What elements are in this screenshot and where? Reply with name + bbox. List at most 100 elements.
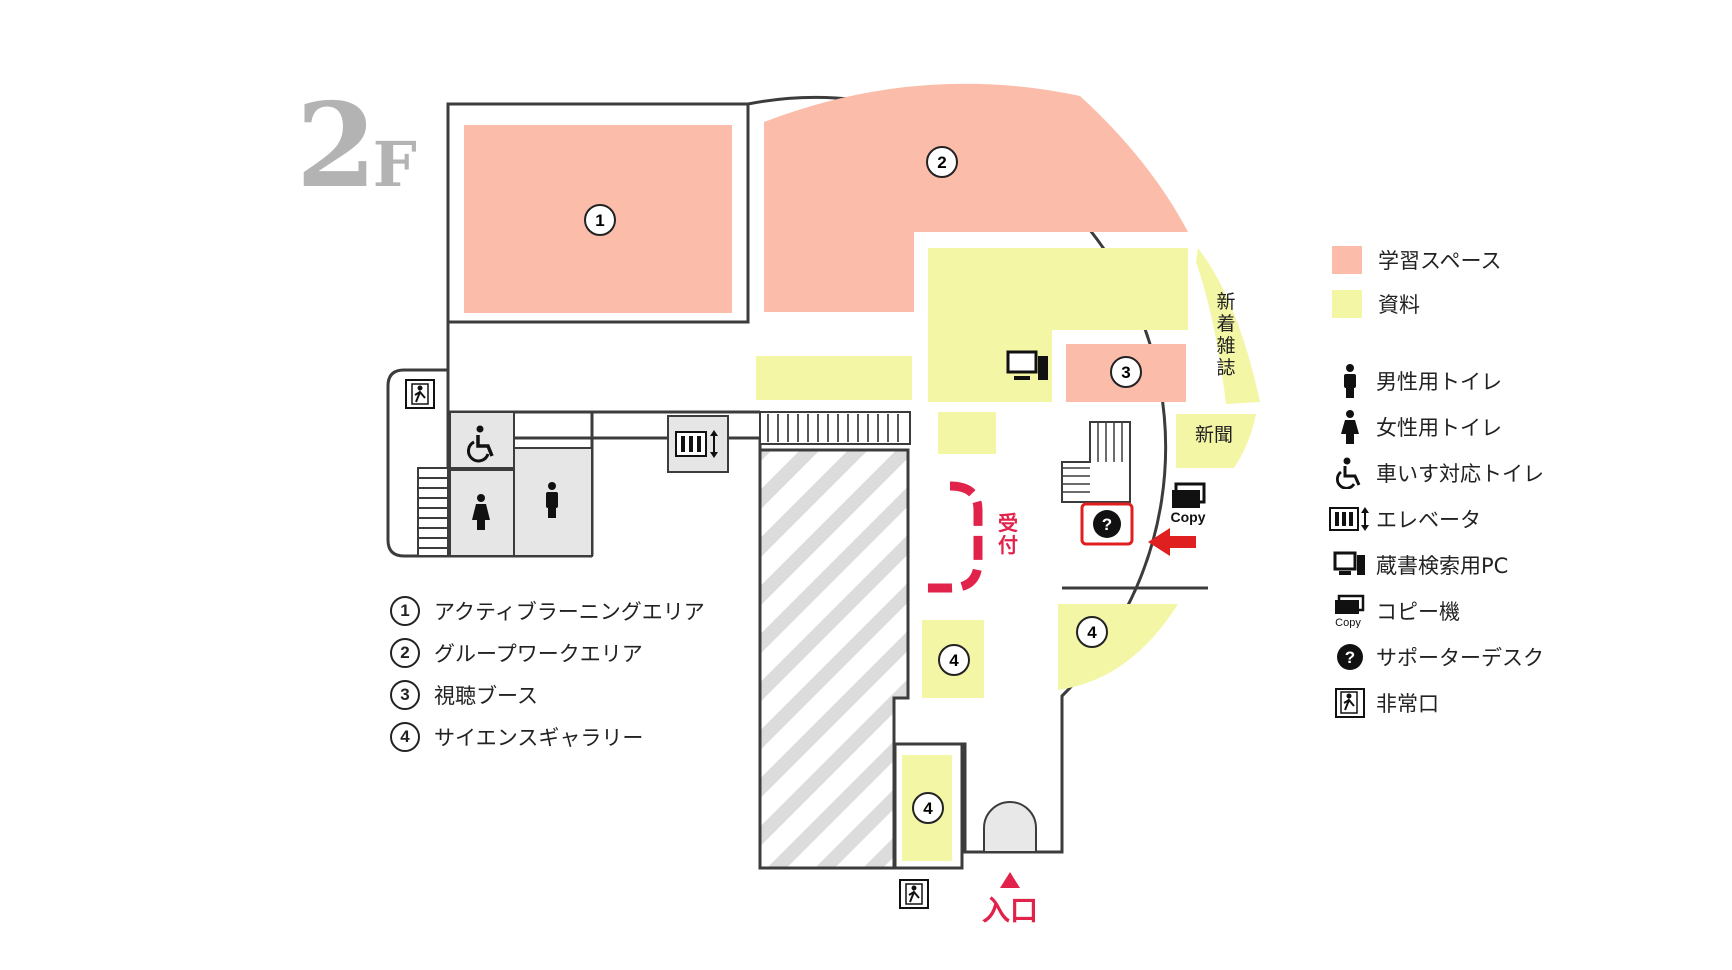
area-legend: 1 アクティブラーニングエリア 2 グループワークエリア 3 視聴ブース 4 サ… [390,590,705,758]
marker-2: 2 [926,146,958,178]
area-number: 4 [390,722,420,752]
male-toilet-icon [546,482,558,518]
floor-number: 2 [296,78,377,214]
area-label: 視聴ブース [434,684,538,708]
elevator-icon [1328,501,1372,537]
icon-legend-label: 車いす対応トイレ [1376,462,1544,486]
icon-legend-label: エレベータ [1376,508,1481,532]
svg-text:雑: 雑 [1216,335,1235,357]
help-mark: ? [1102,515,1112,534]
materials-swatch [1332,290,1362,318]
materials-shelf-small [938,412,996,454]
icon-legend-item: エレベータ [1328,496,1544,542]
new-magazines-area [1196,248,1260,404]
entrance-label: 入口 [982,894,1038,927]
svg-text:3: 3 [1121,363,1130,382]
color-legend-label: 学習スペース [1378,249,1502,273]
female-toilet-icon [1328,409,1372,445]
svg-text:4: 4 [923,799,933,818]
supporter-desk[interactable]: ? [1080,502,1134,546]
emergency-exit-icon [405,379,435,409]
toilet-block [417,411,593,557]
svg-text:4: 4 [1087,623,1097,642]
atrium-void [758,411,911,870]
corridor-wall [892,742,964,870]
svg-text:2: 2 [937,153,946,172]
entrance[interactable]: 入口 [982,801,1038,927]
reception-label-2: 付 [998,533,1018,557]
svg-text:誌: 誌 [1216,357,1235,379]
newspaper-label: 新聞 [1195,424,1233,446]
catalog-pc-icon [1328,547,1372,583]
area-label: グループワークエリア [434,642,643,666]
copy-machine-icon: Copy [1171,482,1206,525]
svg-text:1: 1 [595,211,604,230]
marker-4-bottom: 4 [912,792,944,824]
floor-label: 2F [296,88,417,204]
area-number: 1 [390,596,420,626]
icon-legend-item: 非常口 [1328,680,1544,726]
reception-desk: 受 付 [918,481,1018,593]
icon-legend-label: 男性用トイレ [1376,370,1502,394]
staircase [1061,421,1131,503]
catalog-pc-icon [1006,350,1048,380]
icon-legend-item: 車いす対応トイレ [1328,450,1544,496]
new-magazines-label: 新着 雑誌 [1216,291,1235,379]
icon-legend-label: 女性用トイレ [1376,416,1502,440]
copy-legend-label: Copy [1335,617,1361,628]
elevator-icon [667,415,729,473]
help-legend-mark: ? [1345,648,1355,667]
area-legend-item: 2 グループワークエリア [390,632,705,674]
color-legend-item: 資料 [1332,282,1501,326]
area-legend-item: 4 サイエンスギャラリー [390,716,705,758]
study-swatch [1332,246,1362,274]
icon-legend-item: 男性用トイレ [1328,358,1544,404]
area-markers: 1 2 3 4 4 4 [584,146,1142,824]
reception-label-1: 受 [998,511,1018,535]
svg-text:新: 新 [1216,291,1235,313]
female-toilet-icon [472,494,490,530]
marker-4-right: 4 [1076,616,1108,648]
svg-text:4: 4 [949,651,959,670]
icon-legend-label: コピー機 [1376,600,1460,624]
wheelchair-toilet-icon [1328,455,1372,491]
copy-label: Copy [1171,509,1206,525]
materials-shelf-left [756,356,912,400]
study-spaces [464,83,1188,402]
supporter-desk-icon [1093,510,1121,538]
svg-text:着: 着 [1216,313,1235,335]
area-legend-item: 1 アクティブラーニングエリア [390,590,705,632]
emergency-exit-icon [1328,685,1372,721]
area-label: アクティブラーニングエリア [434,600,705,624]
marker-4-mid: 4 [938,644,970,676]
floor-suffix: F [372,128,417,201]
male-toilet-icon [1328,363,1372,399]
area-2-group-work [764,83,1188,312]
copy-machine-icon: Copy [1328,593,1372,629]
marker-1: 1 [584,204,616,236]
arrow-icon [1148,528,1196,556]
color-legend-label: 資料 [1378,293,1420,317]
icon-legend-item: 女性用トイレ [1328,404,1544,450]
emergency-exit-icon [899,879,929,909]
icon-legend-item: 蔵書検索用PC [1328,542,1544,588]
icon-legend-label: サポーターデスク [1376,646,1544,670]
marker-3: 3 [1110,356,1142,388]
area-4-gallery-right [1058,604,1178,690]
color-legend: 学習スペース 資料 [1332,238,1501,326]
icon-legend-label: 蔵書検索用PC [1376,554,1509,578]
area-legend-item: 3 視聴ブース [390,674,705,716]
supporter-desk-icon: ? [1328,639,1372,675]
material-spaces [756,248,1260,861]
icon-legend: 男性用トイレ 女性用トイレ 車いす対応トイレ エレベータ 蔵書検索用PC Cop… [1328,358,1544,726]
icon-legend-item: ? サポーターデスク [1328,634,1544,680]
area-number: 2 [390,638,420,668]
color-legend-item: 学習スペース [1332,238,1501,282]
wheelchair-toilet-icon [466,425,494,463]
area-number: 3 [390,680,420,710]
area-label: サイエンスギャラリー [434,726,644,750]
materials-stacks [928,248,1188,402]
newspaper-area [1176,414,1256,468]
icon-legend-label: 非常口 [1376,692,1439,716]
